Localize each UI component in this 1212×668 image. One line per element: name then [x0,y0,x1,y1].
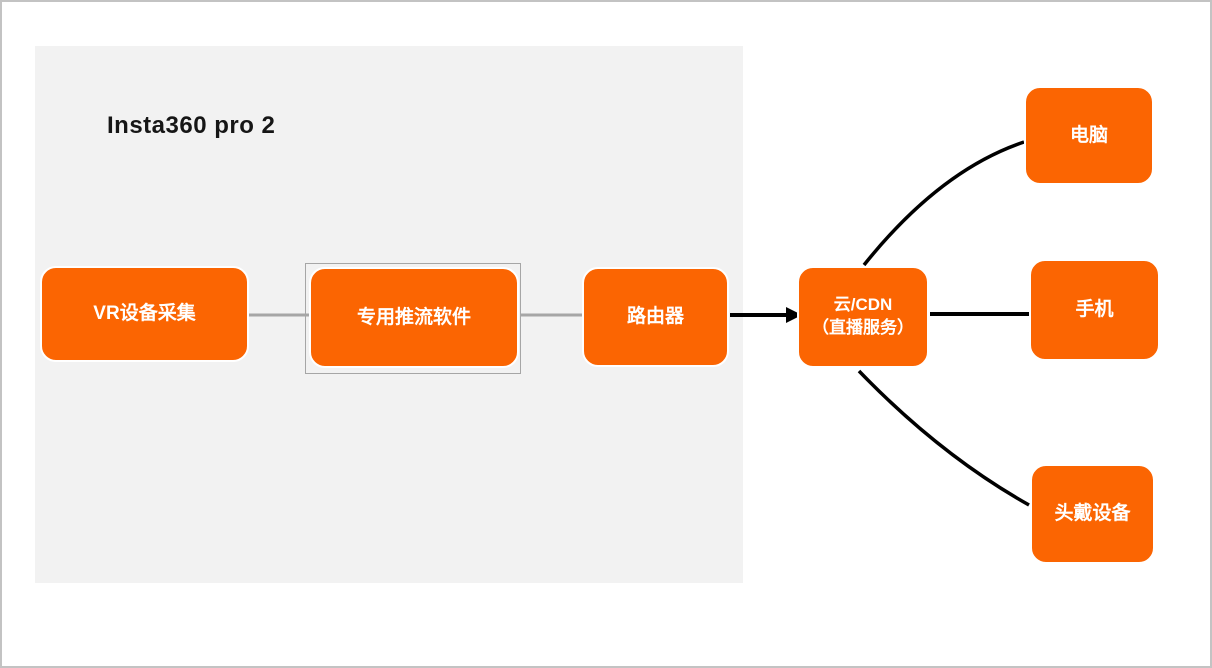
node-computer-label: 电脑 [1069,124,1108,146]
node-cloud-cdn[interactable]: 云/CDN （直播服务） [797,266,929,368]
diagram-title: Insta360 pro 2 [107,112,276,139]
node-router-label: 路由器 [626,306,684,328]
arrowhead-icon [786,307,802,323]
node-headset-label: 头戴设备 [1054,503,1131,525]
edge-cloud-to-headset [857,369,1030,507]
node-phone[interactable]: 手机 [1029,259,1160,361]
node-vr-capture-label: VR设备采集 [93,303,196,325]
node-push-software[interactable]: 专用推流软件 [309,267,519,368]
node-computer[interactable]: 电脑 [1024,86,1154,185]
node-cloud-cdn-label: 云/CDN （直播服务） [812,294,914,340]
node-vr-capture[interactable]: VR设备采集 [40,266,249,362]
edge-cloud-to-computer [862,140,1025,267]
node-cloud-cdn-line1: 云/CDN [833,295,893,315]
node-router[interactable]: 路由器 [582,267,729,367]
node-cloud-cdn-line2: （直播服务） [812,318,914,337]
node-phone-label: 手机 [1075,299,1114,321]
node-push-software-label: 专用推流软件 [356,306,471,328]
node-headset[interactable]: 头戴设备 [1030,464,1155,564]
